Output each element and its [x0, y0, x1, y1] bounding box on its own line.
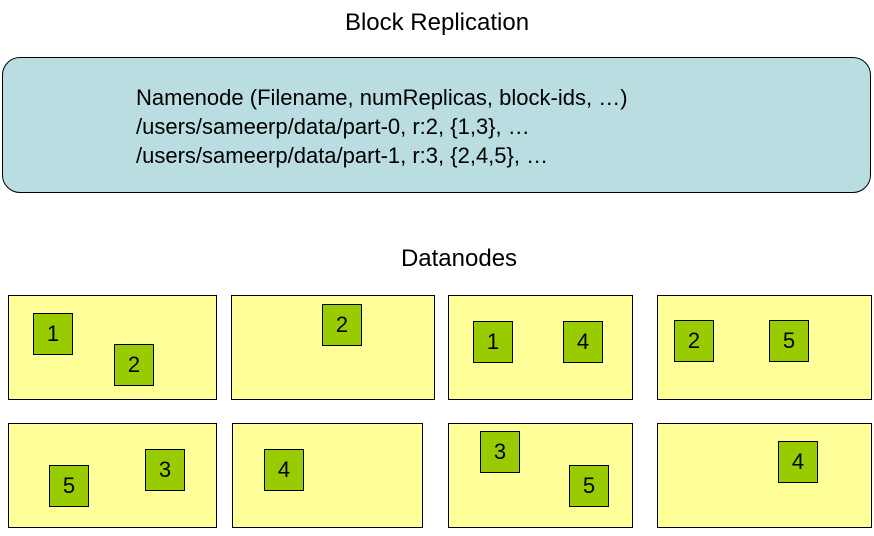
block-4: 4 [563, 321, 603, 363]
block-2: 2 [674, 320, 714, 362]
namenode-entry-part-1: /users/sameerp/data/part-1, r:3, {2,4,5}… [136, 143, 549, 168]
page-title: Block Replication [344, 9, 530, 36]
datanode-8: 4 [657, 423, 872, 528]
namenode-header-line: Namenode (Filename, numReplicas, block-i… [136, 85, 628, 110]
datanode-6: 4 [232, 423, 423, 528]
block-4: 4 [264, 449, 304, 491]
block-3: 3 [480, 431, 520, 473]
block-5: 5 [769, 320, 809, 362]
namenode-entry-part-0: /users/sameerp/data/part-0, r:2, {1,3}, … [136, 114, 530, 139]
block-4: 4 [778, 441, 818, 483]
block-5: 5 [49, 465, 89, 507]
block-3: 3 [145, 449, 185, 491]
datanodes-heading: Datanodes [400, 245, 518, 272]
block-1: 1 [33, 313, 73, 355]
datanode-2: 2 [231, 295, 435, 400]
block-1: 1 [473, 321, 513, 363]
block-5: 5 [569, 465, 609, 507]
block-2: 2 [322, 304, 362, 346]
namenode-box: Namenode (Filename, numReplicas, block-i… [2, 57, 871, 193]
namenode-text: Namenode (Filename, numReplicas, block-i… [136, 83, 628, 170]
block-2: 2 [114, 344, 154, 386]
